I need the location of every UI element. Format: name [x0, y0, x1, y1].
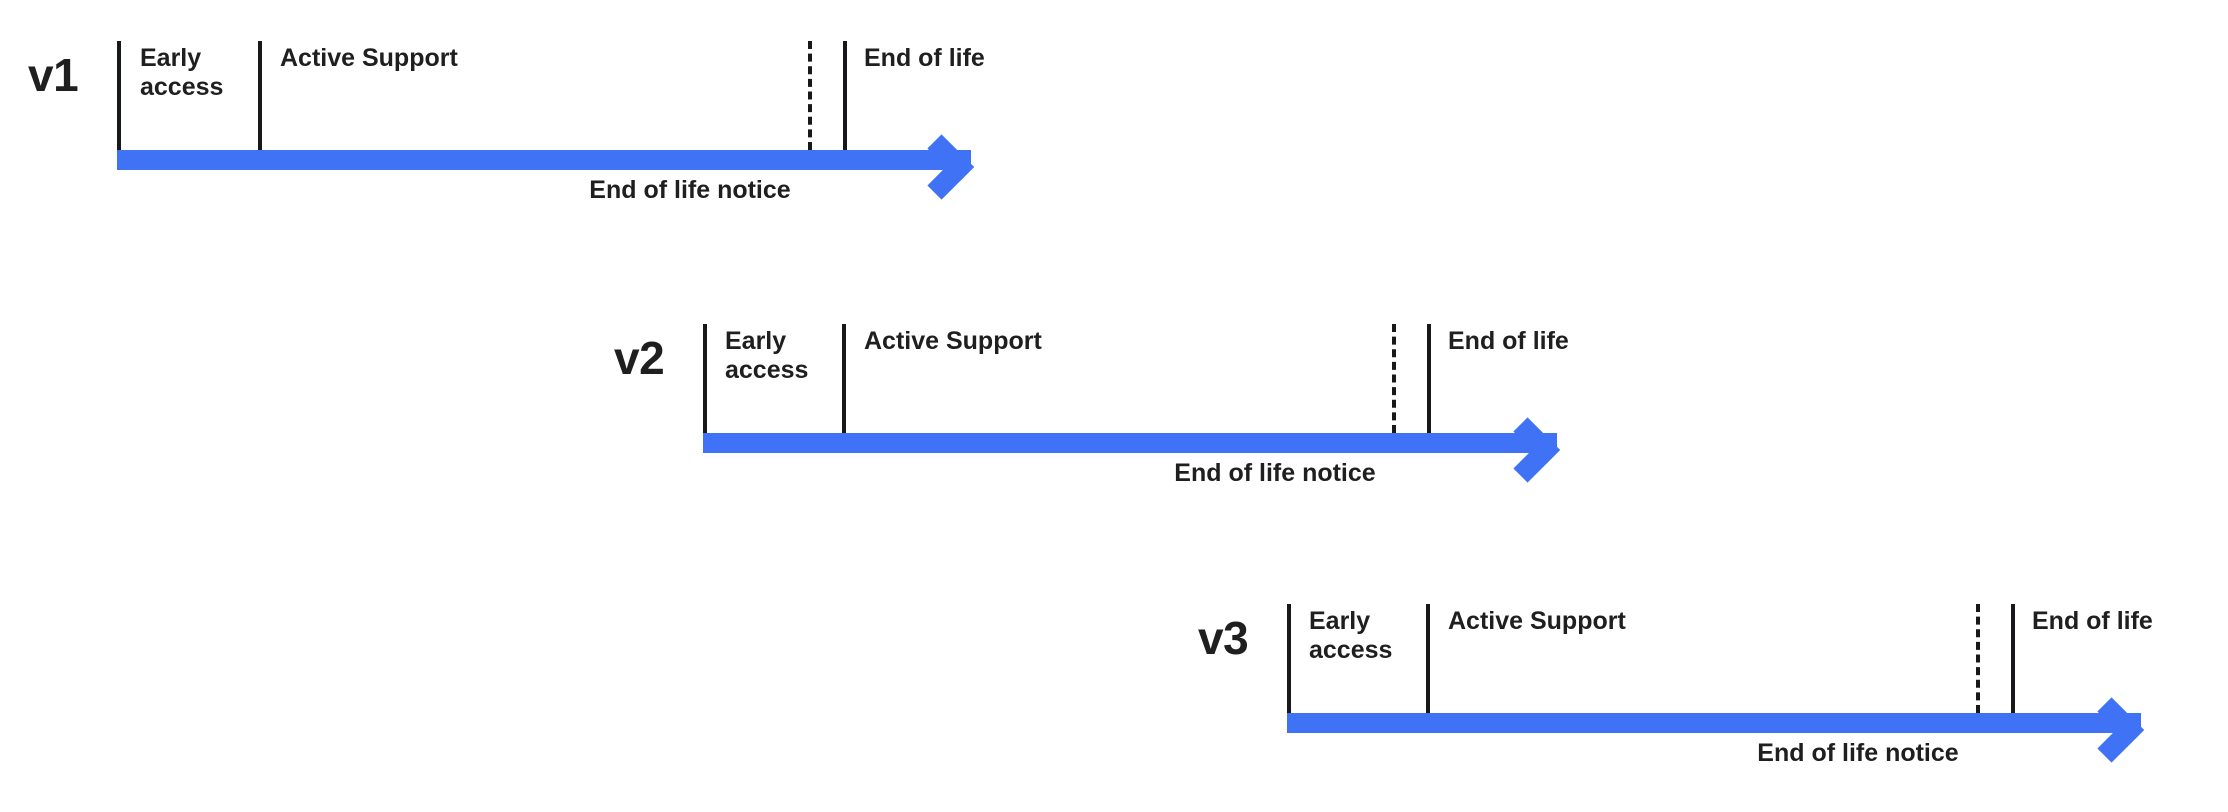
phase-marker-dashed-2 [808, 41, 812, 150]
phase-label-1: Active Support [280, 44, 458, 72]
version-label-v2: v2 [614, 332, 665, 384]
phase-label-1: Active Support [1448, 607, 1626, 635]
phase-divider-3 [2011, 604, 2015, 713]
phase-divider-1 [258, 41, 262, 150]
phase-divider-1 [1426, 604, 1430, 713]
phase-divider-3 [843, 41, 847, 150]
timeline-bar-v3 [1287, 713, 2141, 733]
end-of-life-notice-label: End of life notice [1174, 459, 1376, 487]
phase-marker-dashed-2 [1392, 324, 1396, 433]
phase-divider-0 [117, 41, 121, 150]
phase-label-2: End of life [2032, 607, 2153, 635]
arrow-right-icon [2097, 691, 2185, 763]
phase-divider-0 [703, 324, 707, 433]
phase-label-1: Active Support [864, 327, 1042, 355]
phase-label-0: Early access [725, 327, 809, 384]
phase-label-0: Early access [1309, 607, 1393, 664]
phase-divider-1 [842, 324, 846, 433]
version-label-v1: v1 [28, 49, 79, 101]
phase-label-0: Early access [140, 44, 224, 101]
phase-label-2: End of life [864, 44, 985, 72]
timeline-bar-v1 [117, 150, 971, 170]
end-of-life-notice-label: End of life notice [1757, 739, 1959, 767]
phase-divider-3 [1427, 324, 1431, 433]
version-label-v3: v3 [1198, 612, 1249, 664]
end-of-life-notice-label: End of life notice [589, 176, 791, 204]
phase-label-2: End of life [1448, 327, 1569, 355]
timeline-bar-v2 [703, 433, 1557, 453]
phase-marker-dashed-2 [1976, 604, 1980, 713]
phase-divider-0 [1287, 604, 1291, 713]
